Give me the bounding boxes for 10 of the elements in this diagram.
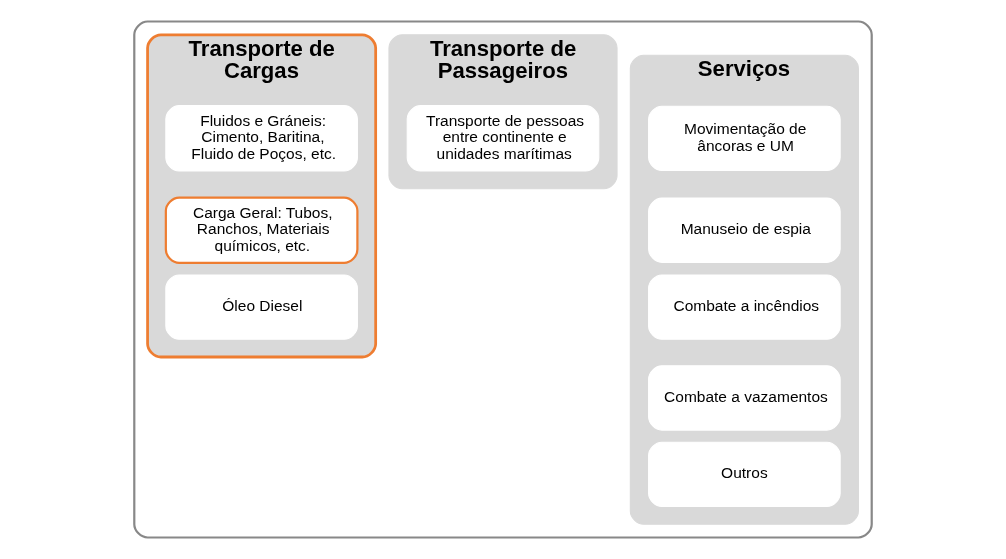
node-box: Óleo Diesel: [165, 274, 358, 340]
node-box: Movimentação de âncoras e UM: [648, 105, 841, 171]
cluster: [133, 20, 873, 539]
node-box: Fluidos e Gráneis: Cimento, Baritina, Fluido de Poços, etc.: [165, 105, 358, 172]
node-box: Combate a incêndios: [648, 274, 841, 340]
node-box: Outros: [648, 441, 841, 508]
node-box: Manuseio de espia: [648, 197, 841, 263]
node-box: Carga Geral: Tubos, Ranchos, Materiais químicos, etc.: [164, 196, 359, 264]
node-box: Transporte de pessoas entre continente e unidades marítimas: [406, 105, 600, 172]
node-box: Combate a vazamentos: [648, 365, 841, 431]
